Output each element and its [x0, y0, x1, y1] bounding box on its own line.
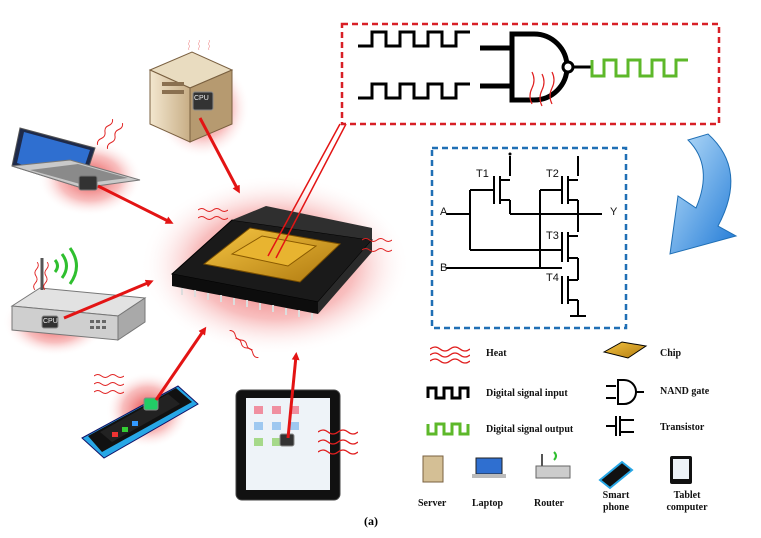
legend-tablet: Tablet computer [660, 490, 714, 514]
legend-smartphone-line2: phone [602, 502, 630, 513]
legend-router: Router [534, 498, 564, 509]
legend-tablet-line2: computer [666, 502, 708, 513]
output-label-y: Y [610, 206, 618, 218]
transistor-label-t4: T4 [546, 272, 559, 284]
heat-arrows [63, 117, 347, 439]
central-chip [170, 206, 373, 320]
legend-heat: Heat [486, 348, 507, 359]
big-blue-arrow [669, 133, 738, 255]
laptop-icon [11, 127, 141, 191]
tablet-icon [235, 389, 341, 501]
input-label-b: B [440, 262, 448, 274]
router-cpu-label: CPU [43, 318, 58, 325]
legend-smartphone: Smart phone [596, 490, 636, 514]
transistor-label-t3: T3 [546, 230, 559, 242]
smartphone-icon [81, 385, 199, 459]
transistor-label-t1: T1 [476, 168, 489, 180]
server-icon [148, 51, 234, 143]
transistor-label-t2: T2 [546, 168, 559, 180]
legend-transistor: Transistor [660, 422, 705, 433]
legend-chip: Chip [660, 348, 682, 359]
figure-caption: (a) [364, 514, 378, 528]
legend-icons [422, 341, 692, 490]
input-label-a: A [440, 206, 448, 218]
legend-digital-output: Digital signal output [486, 424, 574, 435]
legend-laptop: Laptop [472, 498, 504, 509]
nand-zoom-box [340, 22, 721, 126]
legend-smartphone-line1: Smart [602, 490, 630, 501]
legend-server: Server [418, 498, 447, 509]
server-cpu-label: CPU [194, 95, 209, 102]
legend-nand-gate: NAND gate [660, 386, 710, 397]
legend-digital-input: Digital signal input [486, 388, 568, 399]
legend-tablet-line1: Tablet [673, 490, 701, 501]
circuit-box [430, 146, 628, 330]
router-icon [10, 247, 147, 341]
